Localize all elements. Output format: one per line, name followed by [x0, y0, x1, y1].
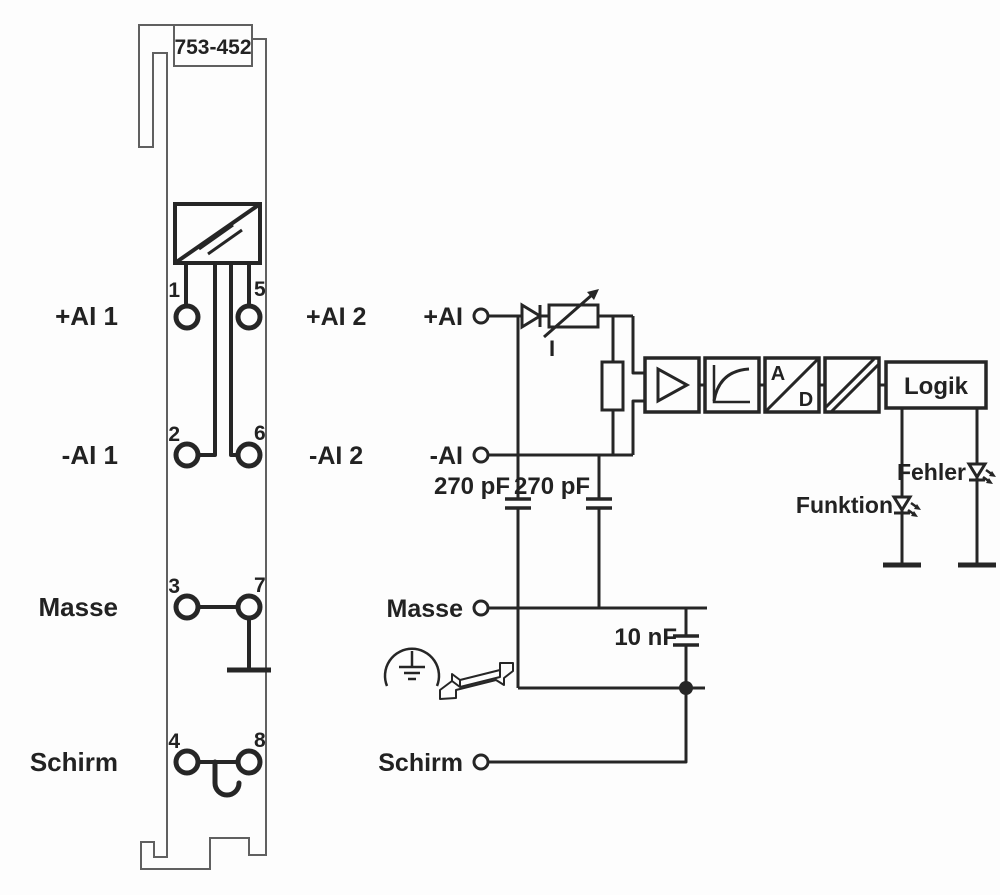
module-pins — [173, 303, 263, 776]
terminal-module — [138, 24, 267, 870]
capacitors — [505, 497, 699, 647]
pin-number-7: 7 — [254, 574, 266, 597]
diode-icon — [520, 302, 543, 330]
module-outline — [138, 24, 267, 870]
module-isolation-icon — [173, 202, 262, 265]
label-masse-module: Masse — [39, 592, 119, 622]
adc-label-d: D — [799, 389, 813, 411]
pin-8-contact — [235, 748, 263, 776]
pin-number-5: 5 — [254, 278, 266, 301]
pin-number-2: 2 — [168, 423, 180, 446]
terminal-plus-ai — [472, 307, 490, 325]
function-led-icon — [891, 495, 921, 517]
capacitor1-label: 270 pF — [434, 473, 510, 500]
led-branches — [883, 408, 996, 568]
schematic-wires — [488, 314, 707, 764]
pin-4-contact — [173, 748, 201, 776]
channel2-labels: +AI 2 -AI 2 — [306, 303, 366, 470]
amplifier-icon — [643, 356, 701, 414]
label-minus-ai1: -AI 1 — [62, 440, 118, 470]
shunt-resistor — [600, 360, 625, 412]
label-schirm: Schirm — [378, 749, 463, 777]
error-led-label: Fehler — [897, 459, 966, 485]
capacitor-270pf-1 — [505, 497, 531, 510]
capacitor3-label: 10 nF — [614, 624, 677, 651]
current-limiter-icon — [543, 289, 600, 339]
label-masse: Masse — [387, 595, 464, 623]
current-label: I — [549, 336, 555, 361]
din-rail-icon — [439, 662, 514, 700]
label-plus-ai2: +AI 2 — [306, 303, 366, 331]
terminal-circles — [472, 307, 490, 771]
pin-number-8: 8 — [254, 729, 266, 752]
capacitor-270pf-2 — [586, 497, 612, 510]
earth-ground-icon — [383, 647, 441, 687]
pin-3-contact — [173, 593, 201, 621]
label-plus-ai1: +AI 1 — [55, 301, 118, 331]
capacitor-10nf — [673, 634, 699, 647]
pin-number-1: 1 — [168, 279, 180, 302]
capacitor2-label: 270 pF — [514, 473, 590, 500]
pin-6-contact — [235, 441, 263, 469]
pin-5-contact — [235, 303, 263, 331]
channel1-labels: +AI 1 -AI 1 Masse Schirm — [30, 301, 118, 777]
module-internal-wiring — [184, 263, 271, 798]
error-led-icon — [966, 462, 996, 484]
pin-numbers: 1 5 2 6 3 7 4 8 — [168, 278, 266, 753]
pin-number-3: 3 — [168, 575, 180, 598]
filter-icon — [703, 356, 761, 414]
schematic: +AI -AI Masse Schirm — [378, 289, 996, 777]
pin-7-contact — [235, 593, 263, 621]
isolation-icon — [823, 356, 881, 414]
pin-number-4: 4 — [168, 730, 180, 753]
adc-icon: A D — [763, 356, 821, 414]
part-number: 753-452 — [174, 36, 251, 59]
wire-schirm — [488, 688, 688, 764]
pin-2-contact — [173, 441, 201, 469]
logic-block: Logik — [884, 360, 988, 410]
logic-label: Logik — [904, 373, 969, 400]
label-schirm-module: Schirm — [30, 747, 118, 777]
junction-dot — [679, 681, 693, 695]
wire-amp-inputs — [631, 316, 645, 455]
terminal-masse — [472, 599, 490, 617]
pin-1-contact — [173, 303, 201, 331]
adc-label-a: A — [771, 363, 785, 385]
terminal-schirm — [472, 753, 490, 771]
pin-number-6: 6 — [254, 422, 266, 445]
function-led-label: Funktion — [796, 492, 893, 518]
part-number-box — [173, 24, 253, 67]
label-minus-ai: -AI — [430, 442, 463, 470]
terminal-minus-ai — [472, 446, 490, 464]
label-minus-ai2: -AI 2 — [309, 442, 363, 470]
label-plus-ai: +AI — [423, 303, 463, 331]
